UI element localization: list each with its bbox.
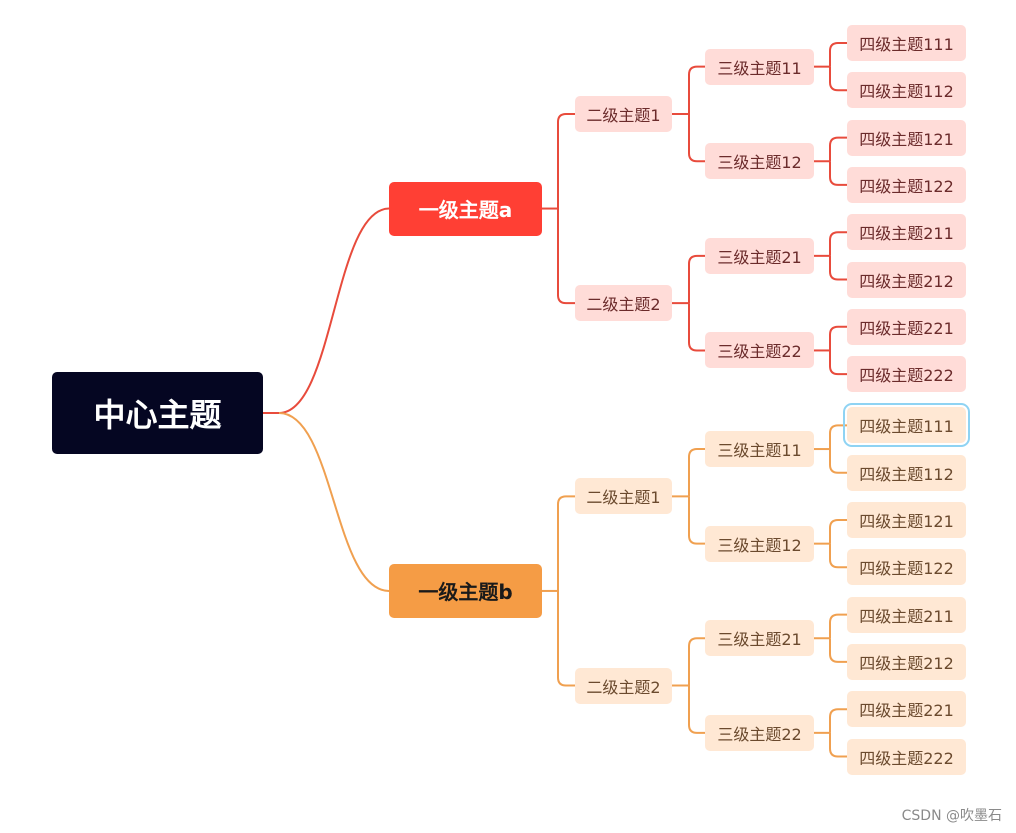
topic-label: 四级主题112 bbox=[859, 82, 954, 102]
topic-label: 三级主题12 bbox=[717, 535, 802, 555]
topic-label: 四级主题122 bbox=[859, 559, 954, 579]
topic-label: 三级主题11 bbox=[717, 58, 802, 78]
topic-node-level-4[interactable]: 四级主题221 bbox=[847, 308, 966, 345]
topic-label: 四级主题121 bbox=[859, 512, 954, 531]
topic-node-level-3[interactable]: 三级主题11 bbox=[705, 48, 814, 85]
connector-level3-to-level4 bbox=[829, 449, 847, 474]
connector-level3-to-level4 bbox=[829, 613, 847, 639]
topic-node-level-3[interactable]: 三级主题21 bbox=[705, 237, 814, 274]
connector-level3-to-level4 bbox=[829, 42, 847, 67]
watermark: CSDN @吹墨石 bbox=[901, 808, 1002, 824]
topic-label: 一级主题a bbox=[418, 198, 513, 223]
topic-label: 四级主题222 bbox=[859, 748, 954, 768]
topic-node-level-3[interactable]: 三级主题12 bbox=[705, 143, 814, 180]
topic-node-level-2[interactable]: 二级主题2 bbox=[575, 285, 672, 322]
topic-label: 三级主题22 bbox=[717, 724, 802, 744]
topic-label: 三级主题21 bbox=[717, 630, 802, 650]
topic-node-level-4[interactable]: 四级主题211 bbox=[847, 596, 966, 633]
connector-level3-to-level4 bbox=[829, 66, 847, 92]
topic-label: 二级主题1 bbox=[586, 105, 661, 125]
root-topic-node[interactable]: 中心主题 bbox=[52, 372, 263, 454]
topic-node-level-4[interactable]: 四级主题111 bbox=[843, 403, 970, 448]
topic-label: 三级主题22 bbox=[717, 342, 802, 362]
topic-label: 三级主题21 bbox=[717, 247, 802, 267]
topic-node-level-4[interactable]: 四级主题112 bbox=[847, 454, 966, 491]
topic-label: 中心主题 bbox=[93, 396, 222, 434]
connector-level1-to-level2 bbox=[557, 590, 575, 687]
topic-label: 四级主题111 bbox=[859, 417, 954, 437]
topic-label: 四级主题212 bbox=[859, 653, 954, 673]
connector-level3-to-level4 bbox=[829, 136, 847, 162]
topic-label: 四级主题211 bbox=[859, 224, 954, 244]
connector-level2-to-level3 bbox=[688, 254, 705, 304]
connector-level2-to-level3 bbox=[688, 303, 705, 352]
connector-root-to-level1 bbox=[278, 207, 390, 414]
topic-label: 一级主题b bbox=[418, 580, 513, 605]
connector-level2-to-level3 bbox=[688, 113, 705, 163]
connector-level3-to-level4 bbox=[829, 350, 847, 376]
connector-level2-to-level3 bbox=[688, 637, 705, 686]
topic-node-level-3[interactable]: 三级主题12 bbox=[705, 525, 814, 562]
connector-level3-to-level4 bbox=[829, 325, 847, 351]
topic-label: 四级主题111 bbox=[859, 35, 954, 54]
topic-node-level-2[interactable]: 二级主题1 bbox=[575, 478, 672, 515]
topic-label: 四级主题112 bbox=[859, 464, 954, 484]
topic-label: 三级主题12 bbox=[717, 153, 802, 173]
connector-level3-to-level4 bbox=[829, 638, 847, 663]
topic-node-level-4[interactable]: 四级主题222 bbox=[847, 356, 966, 393]
topic-label: 四级主题222 bbox=[859, 366, 954, 386]
topic-label: 二级主题2 bbox=[586, 295, 661, 315]
topic-node-level-1[interactable]: 一级主题b bbox=[389, 563, 542, 618]
connector-level2-to-level3 bbox=[688, 65, 705, 114]
topic-node-level-4[interactable]: 四级主题112 bbox=[847, 72, 966, 109]
topic-node-level-3[interactable]: 三级主题21 bbox=[705, 620, 814, 657]
topic-label: 四级主题221 bbox=[859, 701, 954, 721]
topic-node-level-3[interactable]: 三级主题22 bbox=[705, 332, 814, 369]
topic-label: 四级主题221 bbox=[859, 318, 954, 338]
topic-label: 四级主题122 bbox=[859, 176, 954, 196]
topic-label: 四级主题211 bbox=[859, 606, 954, 626]
connector-level2-to-level3 bbox=[688, 496, 705, 545]
connector-level1-to-level2 bbox=[557, 112, 575, 209]
connector-level3-to-level4 bbox=[829, 424, 847, 450]
connector-root-to-level1 bbox=[278, 412, 390, 592]
topic-node-level-4[interactable]: 四级主题211 bbox=[847, 214, 966, 251]
connector-level3-to-level4 bbox=[829, 255, 847, 281]
topic-label: 四级主题121 bbox=[859, 129, 954, 149]
topic-node-level-1[interactable]: 一级主题a bbox=[389, 181, 542, 236]
connector-level1-to-level2 bbox=[557, 208, 575, 305]
topic-node-level-4[interactable]: 四级主题122 bbox=[847, 166, 966, 203]
topic-label: 三级主题11 bbox=[717, 441, 802, 461]
connector-level3-to-level4 bbox=[829, 161, 847, 186]
topic-node-level-4[interactable]: 四级主题222 bbox=[847, 738, 966, 775]
connector-level3-to-level4 bbox=[829, 231, 847, 256]
topic-node-level-4[interactable]: 四级主题212 bbox=[847, 261, 966, 298]
topic-node-level-4[interactable]: 四级主题221 bbox=[847, 691, 966, 728]
topic-node-level-4[interactable]: 四级主题111 bbox=[847, 25, 966, 61]
topic-node-level-4[interactable]: 四级主题212 bbox=[847, 643, 966, 680]
topic-node-level-4[interactable]: 四级主题121 bbox=[847, 502, 966, 538]
connector-level3-to-level4 bbox=[829, 543, 847, 569]
topic-node-level-3[interactable]: 三级主题22 bbox=[705, 714, 814, 751]
connector-level2-to-level3 bbox=[688, 685, 705, 734]
topic-label: 二级主题1 bbox=[586, 488, 661, 508]
topic-node-level-4[interactable]: 四级主题122 bbox=[847, 549, 966, 586]
topic-node-level-2[interactable]: 二级主题1 bbox=[575, 95, 672, 132]
connector-level3-to-level4 bbox=[829, 519, 847, 544]
connector-level3-to-level4 bbox=[829, 708, 847, 733]
topic-label: 四级主题212 bbox=[859, 271, 954, 291]
connector-level2-to-level3 bbox=[688, 448, 705, 497]
topic-node-level-3[interactable]: 三级主题11 bbox=[705, 431, 814, 468]
connector-level1-to-level2 bbox=[557, 495, 575, 591]
topic-node-level-2[interactable]: 二级主题2 bbox=[575, 667, 672, 704]
topic-label: 二级主题2 bbox=[586, 677, 661, 697]
topic-node-level-4[interactable]: 四级主题121 bbox=[847, 119, 966, 156]
connector-level3-to-level4 bbox=[829, 732, 847, 758]
